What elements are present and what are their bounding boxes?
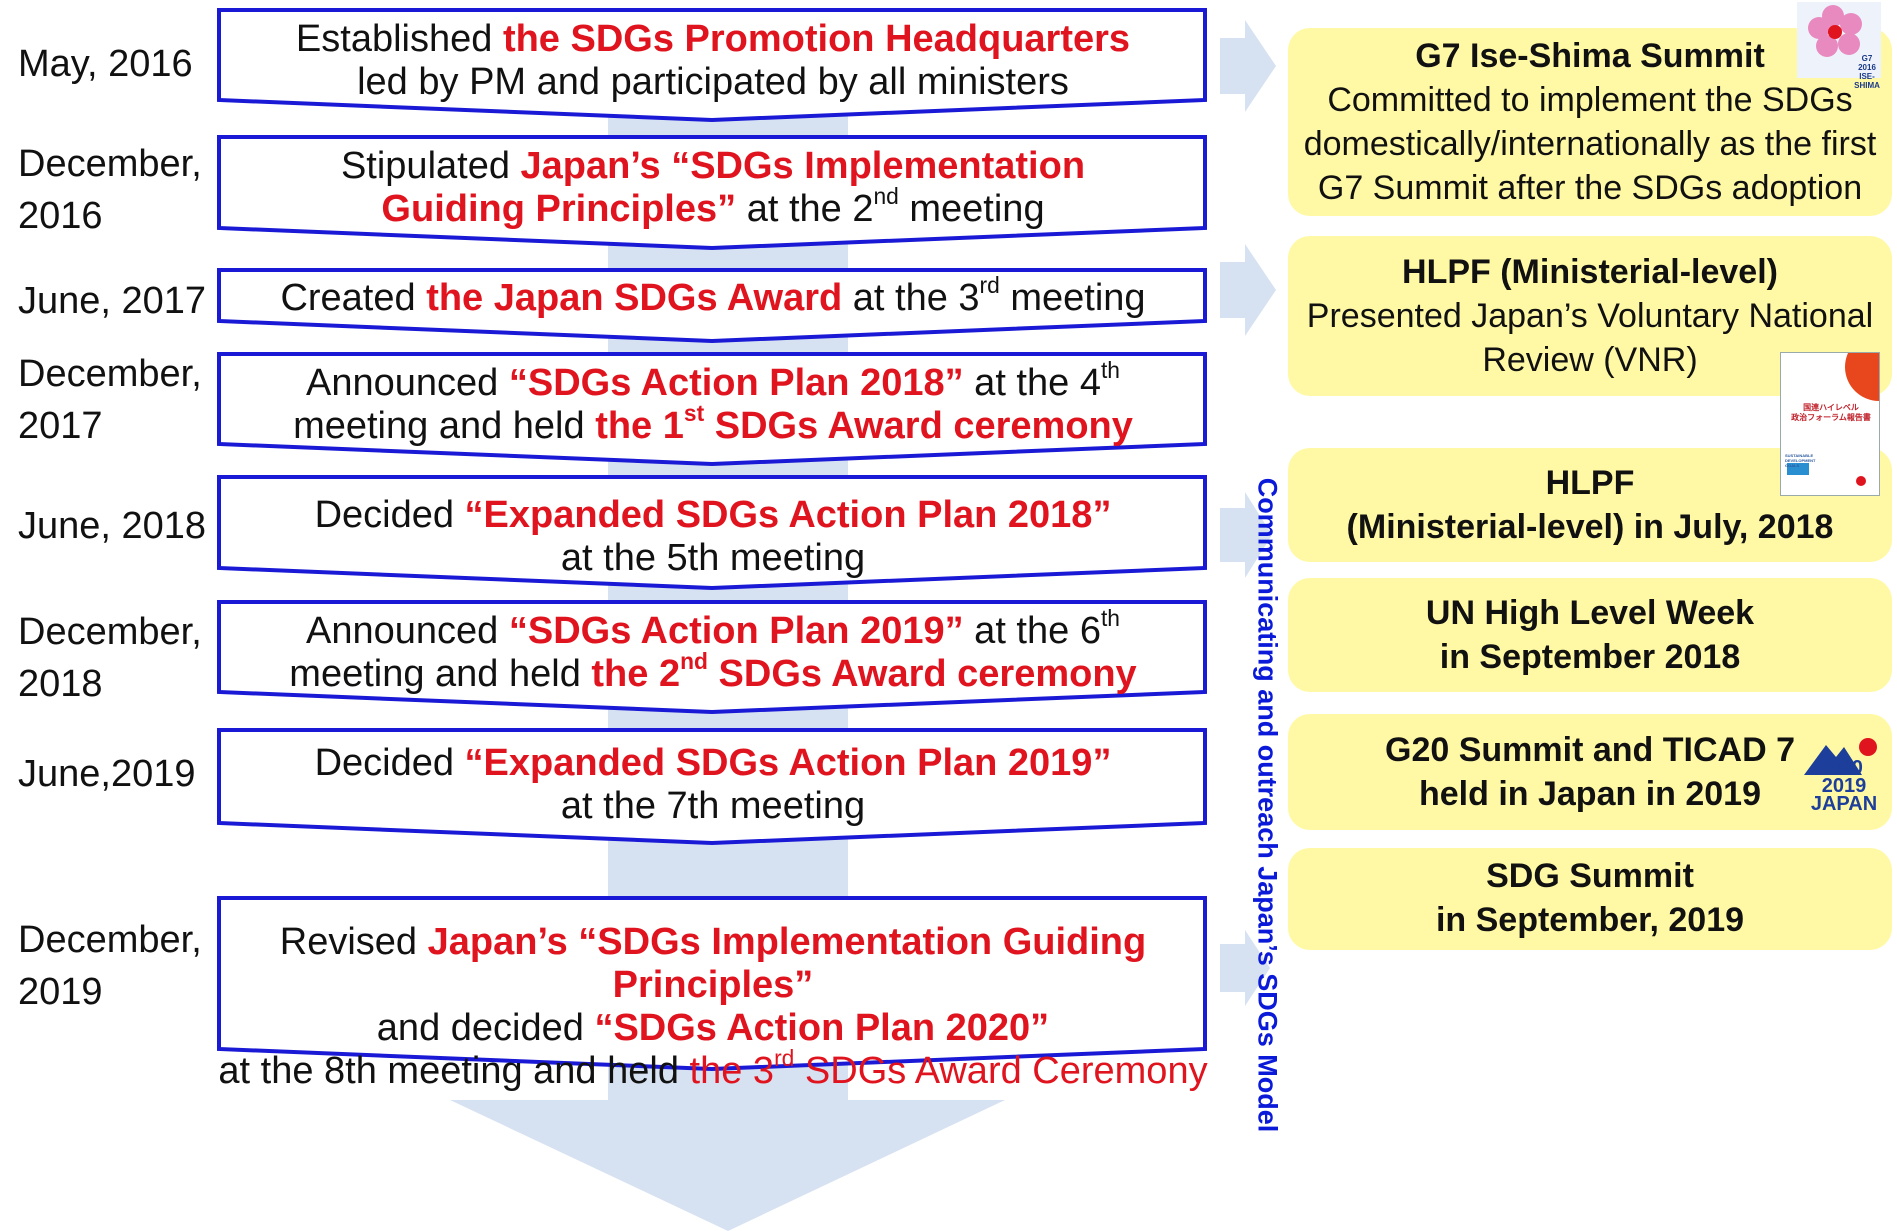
step-box-4 [217,352,1207,467]
right-arrow-2 [1220,244,1276,336]
step-box-3 [217,268,1207,344]
step-box-2 [217,135,1207,251]
right-arrow-1 [1220,20,1276,112]
date-3: June, 2017 [18,280,207,322]
step-box-7 [217,728,1207,846]
step-box-6 [217,600,1207,715]
vnr-report-cover: 国連ハイレベル 政治フォーラム報告書 SUSTAINABLE DEVELOPME… [1780,352,1880,496]
step-text-5: Decided “Expanded SDGs Action Plan 2018”… [314,494,1112,579]
date-7: June,2019 [18,753,196,795]
right-arrow-3 [1220,492,1272,578]
step-text-2: Stipulated Japan’s “SDGs Implementation … [340,145,1086,230]
side-box-g20: G20 Summit and TICAD 7 held in Japan in … [1288,714,1892,830]
step-text-6: Announced “SDGs Action Plan 2019” at the… [289,604,1137,695]
date-2: December,2016 [18,143,202,237]
step-text-7: Decided “Expanded SDGs Action Plan 2019”… [314,742,1112,827]
date-4: December,2017 [18,353,202,447]
right-arrow-4 [1220,930,1270,1006]
side-box-hlpf-2017: HLPF (Ministerial-level) Presented Japan… [1288,236,1892,396]
g7-flower-icon [1808,5,1862,57]
g20-japan-logo: G20 2019 JAPAN [1800,735,1890,814]
step-box-8 [217,896,1207,1072]
side-box-sdg-summit: SDG Summit in September, 2019 [1288,848,1892,950]
step-box-1 [217,8,1207,123]
side-box-un-week: UN High Level Week in September 2018 [1288,578,1892,692]
g7-summit-logo: G7 2016 ISE-SHIMA [1797,2,1881,90]
step-text-4: Announced “SDGs Action Plan 2018” at the… [293,356,1133,447]
date-1: May, 2016 [18,43,193,85]
g20-mountain-icon [1804,738,1877,775]
date-6: December,2018 [18,611,202,705]
side-box-g7: G7 Ise-Shima Summit Committed to impleme… [1288,28,1892,216]
step-text-1: Established the SDGs Promotion Headquart… [295,18,1131,103]
date-5: June, 2018 [18,505,207,547]
report-cover-art [1787,353,1879,486]
step-box-5 [217,475,1207,591]
date-8: December,2019 [18,919,202,1013]
vertical-outreach-label: Communicating and outreach Japan’s SDGs … [1252,477,1283,1133]
step-text-3: Created the Japan SDGs Award at the 3rd … [280,271,1146,319]
step-text-8: Revised Japan’s “SDGs Implementation Gui… [218,921,1208,1092]
